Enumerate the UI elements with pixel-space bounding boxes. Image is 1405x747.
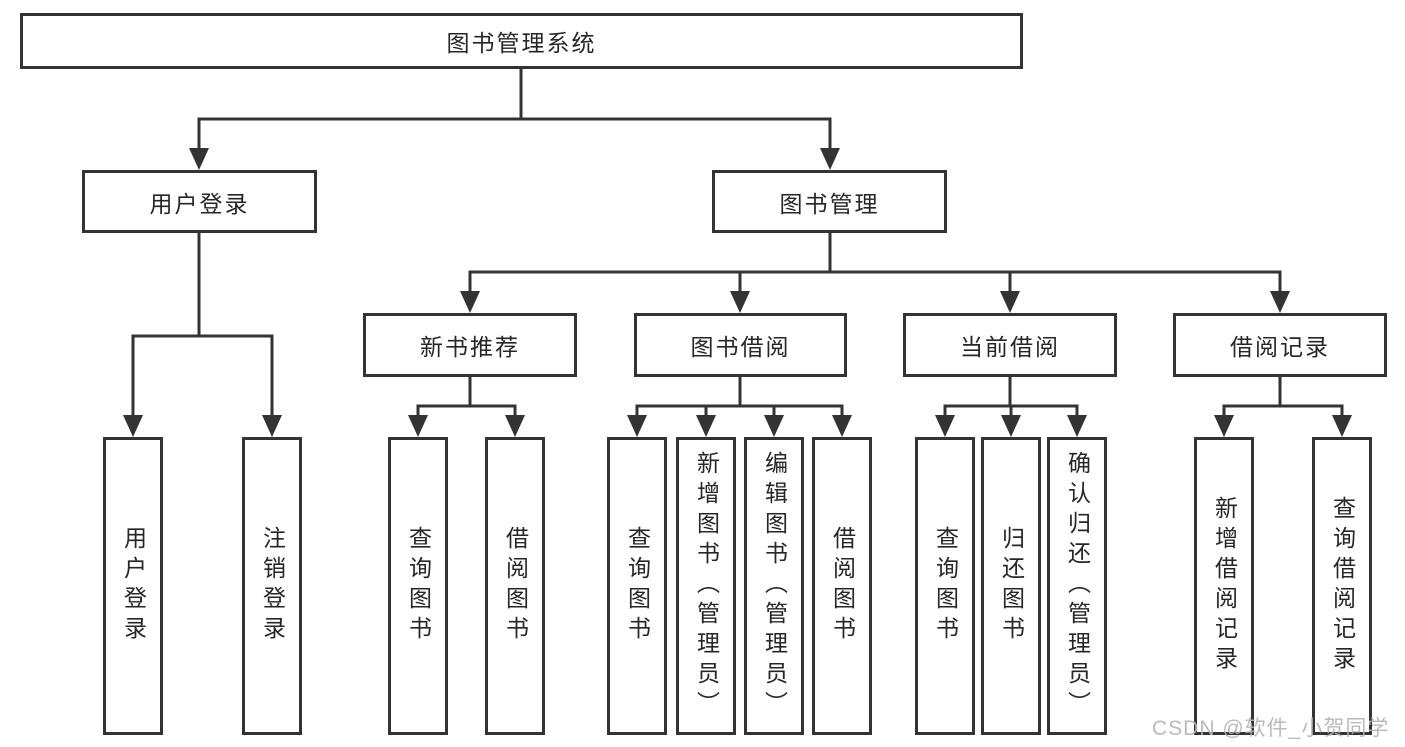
node-label: 查询图书 [624,526,651,646]
node-label: 确认归还（管理员） [1064,451,1091,721]
leaf-logout: 注销登录 [242,437,302,735]
node-label: 归还图书 [998,526,1025,646]
csdn-watermark: CSDN @软件_小贺同学 [1152,717,1390,740]
node-label: 借阅图书 [829,526,856,646]
leaf-add-books-admin: 新增图书（管理员） [676,437,736,735]
node-label: 查询借阅记录 [1329,496,1356,676]
node-book-management: 图书管理 [712,170,947,233]
node-label: 图书借阅 [690,334,791,360]
leaf-query-books-2: 查询图书 [607,437,667,735]
node-label: 注销登录 [259,526,286,646]
leaf-borrow-books-2: 借阅图书 [812,437,872,735]
node-label: 新增图书（管理员） [693,451,720,721]
leaf-edit-books-admin: 编辑图书（管理员） [744,437,804,735]
leaf-query-books-3: 查询图书 [915,437,975,735]
node-label: 用户登录 [149,190,250,217]
node-label: 新增借阅记录 [1211,496,1238,676]
leaf-confirm-return-admin: 确认归还（管理员） [1047,437,1107,735]
node-label: 图书管理系统 [446,30,597,56]
node-label: 查询图书 [405,526,432,646]
node-label: 用户登录 [120,526,147,646]
leaf-user-login: 用户登录 [103,437,163,735]
node-label: 借阅记录 [1230,334,1330,360]
leaf-query-borrow-record: 查询借阅记录 [1312,437,1372,735]
leaf-add-borrow-record: 新增借阅记录 [1194,437,1254,735]
leaf-return-books: 归还图书 [981,437,1041,735]
node-label: 查询图书 [932,526,959,646]
node-book-borrow: 图书借阅 [634,313,847,377]
leaf-borrow-books-1: 借阅图书 [485,437,545,735]
node-borrow-records: 借阅记录 [1173,313,1387,377]
node-library-management-system: 图书管理系统 [20,13,1023,69]
node-label: 图书管理 [779,190,880,217]
node-user-login: 用户登录 [82,170,317,233]
node-label: 编辑图书（管理员） [761,451,788,721]
leaf-query-books-1: 查询图书 [388,437,448,735]
arrowheads [123,148,1352,437]
node-new-book-recommend: 新书推荐 [363,313,577,377]
node-label: 借阅图书 [502,526,529,646]
node-current-borrow: 当前借阅 [903,313,1117,377]
node-label: 当前借阅 [960,334,1060,360]
node-label: 新书推荐 [420,334,520,360]
